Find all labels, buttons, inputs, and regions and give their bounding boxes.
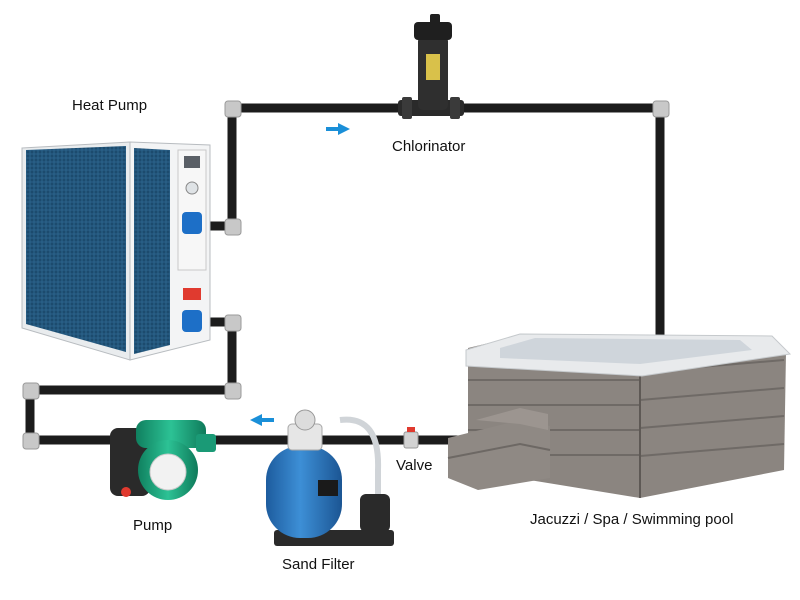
chlorinator-unit [398,14,464,119]
heat-pump-label: Heat Pump [72,97,148,114]
sand-filter-unit [266,409,394,546]
spa-label: Jacuzzi / Spa / Swimming pool [530,511,734,528]
circulation-pump [110,420,216,500]
chlorinator-label: Chlorinator [392,138,466,155]
heat-pump-unit [21,141,211,361]
arrow-right-icon [326,123,350,135]
valve-label: Valve [396,457,433,474]
pump-label: Pump [133,517,173,534]
valve-fitting [403,427,419,449]
pipe-elbows [22,100,670,450]
arrow-left-icon [250,414,274,426]
spa-tub [447,333,792,498]
sand-filter-label: Sand Filter [282,556,355,573]
